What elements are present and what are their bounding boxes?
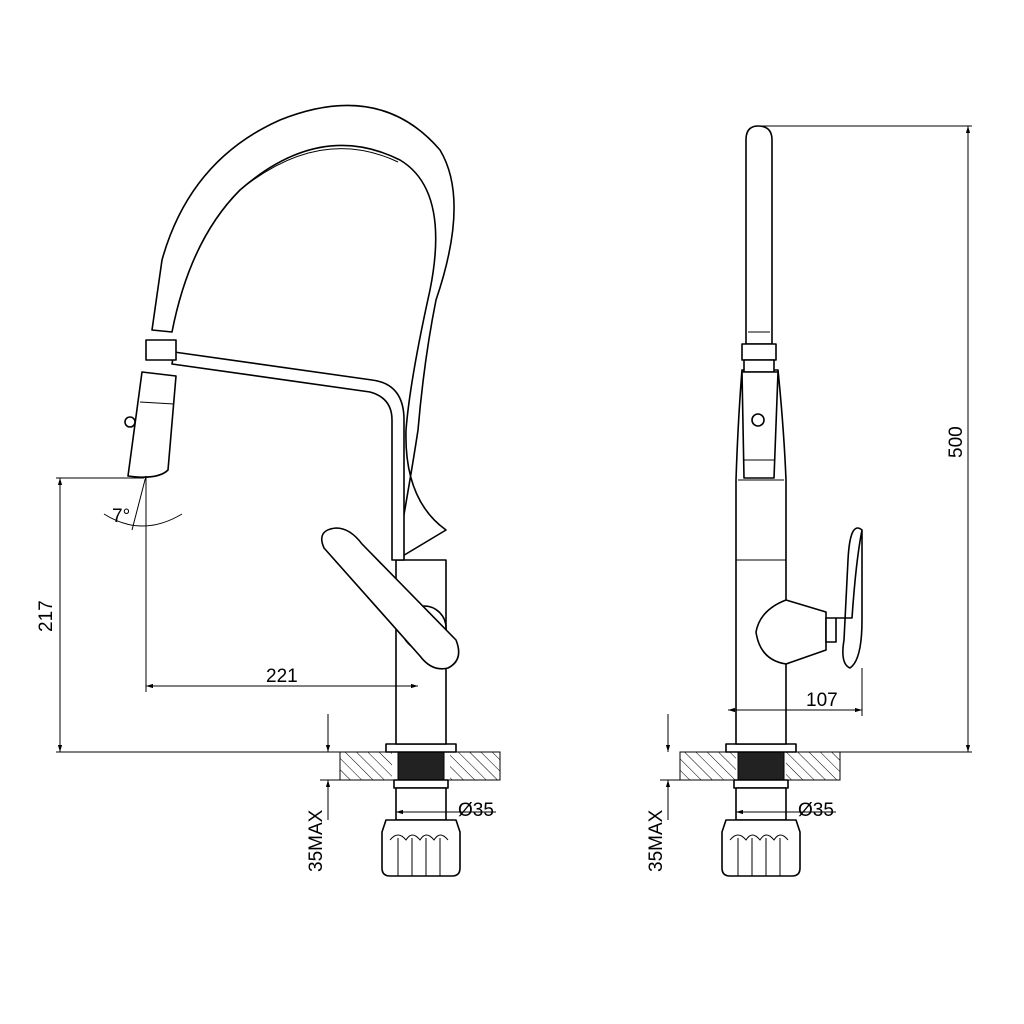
side-dim-height: 500	[760, 125, 972, 753]
side-lock-nut	[721, 819, 801, 877]
front-lock-nut	[381, 819, 461, 877]
front-neck	[151, 104, 455, 561]
spray-angle-label: 7°	[112, 506, 130, 527]
dim-total-height-label: 500	[946, 426, 967, 458]
side-dim-diameter-label: Ø35	[798, 800, 834, 821]
side-dim-deck: 35MAX	[646, 714, 680, 872]
front-spray-button	[124, 416, 136, 428]
front-spray-head	[127, 371, 177, 478]
side-dim-offset: 107	[728, 668, 863, 716]
front-countertop-right	[450, 752, 500, 780]
front-base-flange	[385, 743, 457, 753]
side-hose-collar	[741, 343, 777, 361]
dim-diameter-label: Ø35	[458, 800, 494, 821]
front-lever-handle	[320, 527, 460, 670]
side-countertop-left	[680, 752, 736, 780]
front-countertop-left	[340, 752, 392, 780]
side-shank-seal	[737, 751, 785, 781]
dim-reach-label: 221	[266, 666, 298, 687]
side-spray-button	[751, 413, 765, 427]
dim-deck-label: 35MAX	[306, 809, 327, 872]
front-dim-diameter: Ø35	[396, 800, 496, 821]
side-hose	[745, 125, 773, 345]
front-shank-seal	[397, 751, 445, 781]
side-dim-diameter: Ø35	[736, 800, 836, 821]
side-countertop-right	[786, 752, 840, 780]
front-spray-angle: 7°	[103, 475, 183, 531]
front-view: 7° 217 221 35MAX Ø35	[36, 104, 501, 877]
side-lever-handle	[755, 527, 863, 669]
front-dim-height: 217	[36, 477, 144, 752]
front-dim-deck: 35MAX	[306, 714, 340, 872]
side-view: 500 107 35MAX Ø35	[646, 125, 972, 877]
dim-offset-label: 107	[806, 690, 838, 711]
front-dim-reach: 221	[145, 530, 418, 692]
dim-height-label: 217	[36, 600, 57, 632]
side-dim-deck-label: 35MAX	[646, 809, 667, 872]
front-hose-collar	[145, 339, 177, 361]
front-support-arm	[171, 351, 405, 561]
